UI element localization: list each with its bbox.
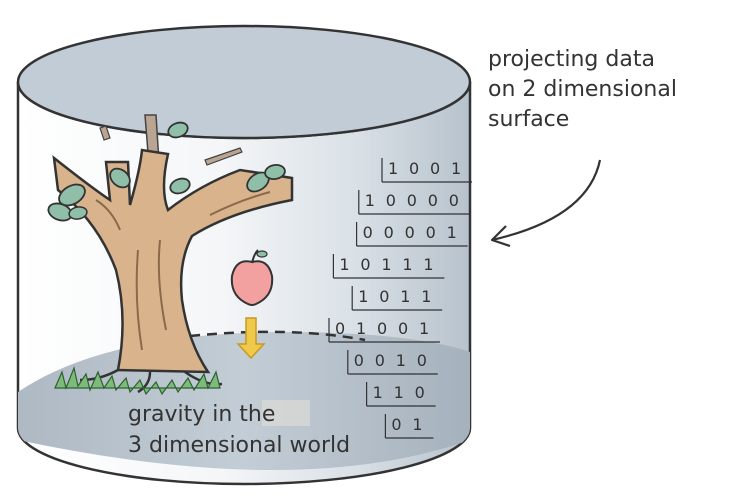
grid-digit: 0 (377, 319, 387, 338)
grid-digit: 0 (405, 223, 415, 242)
grid-digit: 1 (402, 255, 412, 274)
gravity-line-2: 3 dimensional world (128, 433, 350, 458)
tree-icon (47, 114, 294, 396)
grid-digit: 0 (391, 415, 401, 434)
grid-digit: 0 (426, 223, 436, 242)
grid-digit: 1 (394, 383, 404, 402)
grid-digit: 0 (409, 159, 419, 178)
grid-digit: 0 (379, 287, 389, 306)
grid-digit: 1 (356, 319, 366, 338)
grid-digit: 1 (396, 351, 406, 370)
projection-line-1: projecting data (488, 47, 655, 72)
down-arrow-icon (236, 317, 266, 360)
grid-digit: 0 (360, 255, 370, 274)
grid-digit: 1 (373, 383, 383, 402)
grid-digit: 1 (339, 255, 349, 274)
grid-digit: 0 (415, 383, 425, 402)
gravity-label: gravity in the 3 dimensional world (128, 402, 350, 458)
grid-digit: 0 (417, 351, 427, 370)
gravity-line-1: gravity in the (128, 402, 275, 427)
projection-line-3: surface (488, 107, 569, 132)
grid-digit: 0 (430, 159, 440, 178)
grid-digit: 0 (384, 223, 394, 242)
grid-digit: 1 (421, 287, 431, 306)
grid-digit: 1 (365, 191, 375, 210)
cylinder-top (16, 24, 472, 140)
grid-digit: 0 (335, 319, 345, 338)
grid-digit: 1 (447, 223, 457, 242)
grid-digit: 1 (419, 319, 429, 338)
grid-digit: 1 (388, 159, 398, 178)
grid-digit: 0 (449, 191, 459, 210)
grid-digit: 0 (428, 191, 438, 210)
horizon-dashed-line (189, 330, 366, 342)
grid-digit: 0 (398, 319, 408, 338)
projection-line-2: on 2 dimensional (488, 77, 677, 102)
grid-digit: 0 (363, 223, 373, 242)
grid-digit: 1 (381, 255, 391, 274)
curved-arrow-icon (490, 159, 602, 248)
grid-digit: 0 (386, 191, 396, 210)
apple-icon (230, 249, 274, 306)
grid-digit: 0 (375, 351, 385, 370)
grid-digit: 1 (412, 415, 422, 434)
gravity-label-highlight (262, 400, 310, 426)
grid-digit: 1 (423, 255, 433, 274)
grid-digit: 1 (358, 287, 368, 306)
grid-digit: 1 (400, 287, 410, 306)
grid-digit: 1 (451, 159, 461, 178)
grid-digit: 0 (354, 351, 364, 370)
grid-digit: 0 (407, 191, 417, 210)
projection-label: projecting data on 2 dimensional surface (488, 47, 684, 132)
